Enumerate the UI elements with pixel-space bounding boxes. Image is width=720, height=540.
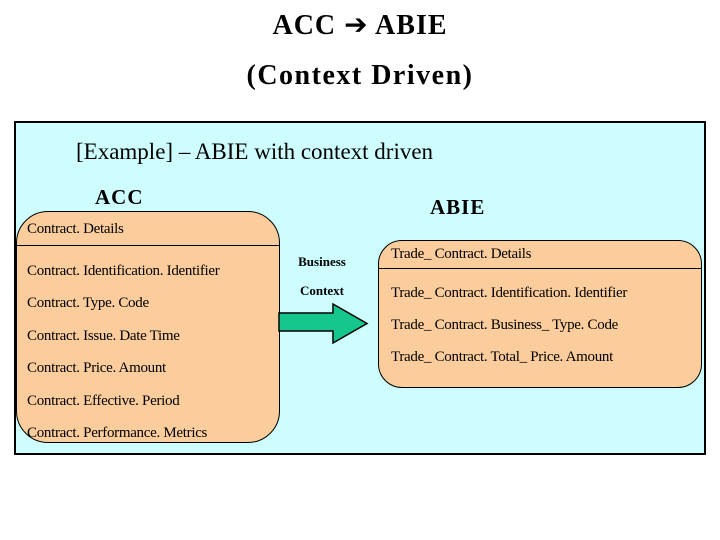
acc-box-item: Contract. Performance. Metrics (27, 425, 208, 441)
abie-heading: ABIE (430, 195, 486, 219)
business-context-line1: Business (298, 254, 346, 269)
abie-box-item: Trade_ Contract. Total_ Price. Amount (391, 349, 613, 365)
abie-box-item: Trade_ Contract. Business_ Type. Code (391, 317, 619, 333)
abie-box-header: Trade_ Contract. Details (379, 247, 701, 269)
acc-box-header: Contract. Details (17, 222, 279, 246)
slide-title: ACC ➔ ABIE (272, 10, 448, 41)
acc-box-item: Contract. Effective. Period (27, 392, 180, 409)
acc-box-item: Contract. Price. Amount (27, 360, 166, 376)
business-context-label: Business Context (277, 254, 367, 298)
acc-entity-box: Contract. Details Contract. Identificati… (16, 211, 280, 443)
business-context-line2: Context (299, 283, 345, 298)
acc-box-item: Contract. Type. Code (27, 295, 149, 311)
acc-heading: ACC (95, 185, 144, 209)
right-arrow-icon (278, 302, 369, 345)
abie-box-item: Trade_ Contract. Identification. Identif… (391, 285, 628, 301)
acc-box-item: Contract. Identification. Identifier (27, 262, 220, 279)
example-panel: [Example] – ABIE with context driven ACC… (14, 121, 706, 455)
abie-entity-box: Trade_ Contract. Details Trade_ Contract… (378, 240, 702, 388)
slide-subtitle: (Context Driven) (246, 60, 474, 91)
acc-box-item: Contract. Issue. Date Time (27, 327, 180, 344)
example-caption: [Example] – ABIE with context driven (76, 139, 434, 164)
